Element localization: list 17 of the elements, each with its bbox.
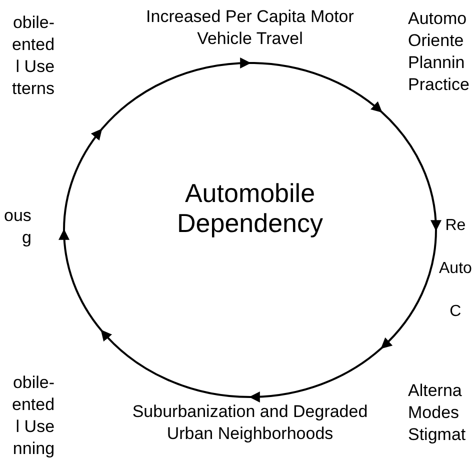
factor-text: ous g [4, 205, 32, 249]
factor-text: Increased Per Capita Motor Vehicle Travel [145, 6, 355, 50]
factor-text: Automo Oriente Plannin Practice [408, 8, 470, 96]
cycle-arrow [250, 62, 382, 113]
cycle-arrow [380, 111, 441, 232]
cycle-arrow [63, 128, 102, 230]
factor-text: Suburbanization and Degraded Urban Neighborhoods [131, 401, 369, 445]
cycle-arrow [100, 58, 252, 130]
factor-text: Re Auto C [439, 216, 472, 322]
factor-text: obile- ented l Use nning [12, 372, 55, 460]
cycle-arrow [100, 330, 250, 398]
cycle-arrow [59, 228, 102, 332]
cycle-arrow [380, 230, 437, 349]
center-title: Automobile Dependency [176, 178, 324, 238]
factor-text: Alterna Modes Stigmat [408, 380, 466, 446]
factor-text: obile- ented l Use tterns [12, 12, 55, 100]
cycle-arrow [248, 347, 382, 402]
